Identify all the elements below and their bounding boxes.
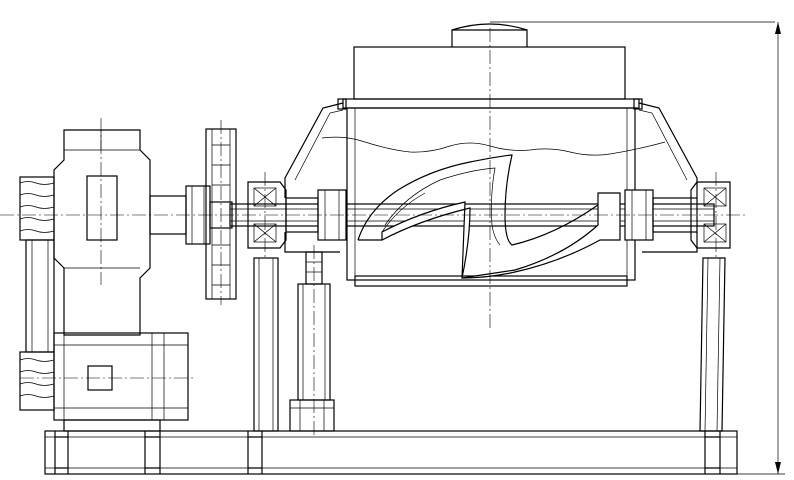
centre-lines (0, 28, 748, 436)
belt-guard (25, 239, 55, 353)
overall-height-dimension-line (737, 22, 785, 475)
mixer-hood (353, 46, 626, 100)
frame-bracket-right (633, 98, 698, 253)
cylinder-base (289, 399, 335, 432)
bearing-housing-right (690, 181, 731, 249)
base-frame (44, 430, 738, 475)
support-leg-left (253, 257, 279, 432)
gear-reducer (53, 129, 151, 336)
dome-top-cap (451, 21, 775, 47)
support-leg-right (699, 257, 726, 432)
sigma-blade (357, 154, 621, 279)
pulley-sheave-lower (19, 351, 55, 411)
electric-motor (53, 332, 189, 432)
pulley-sheave-upper (19, 176, 55, 241)
